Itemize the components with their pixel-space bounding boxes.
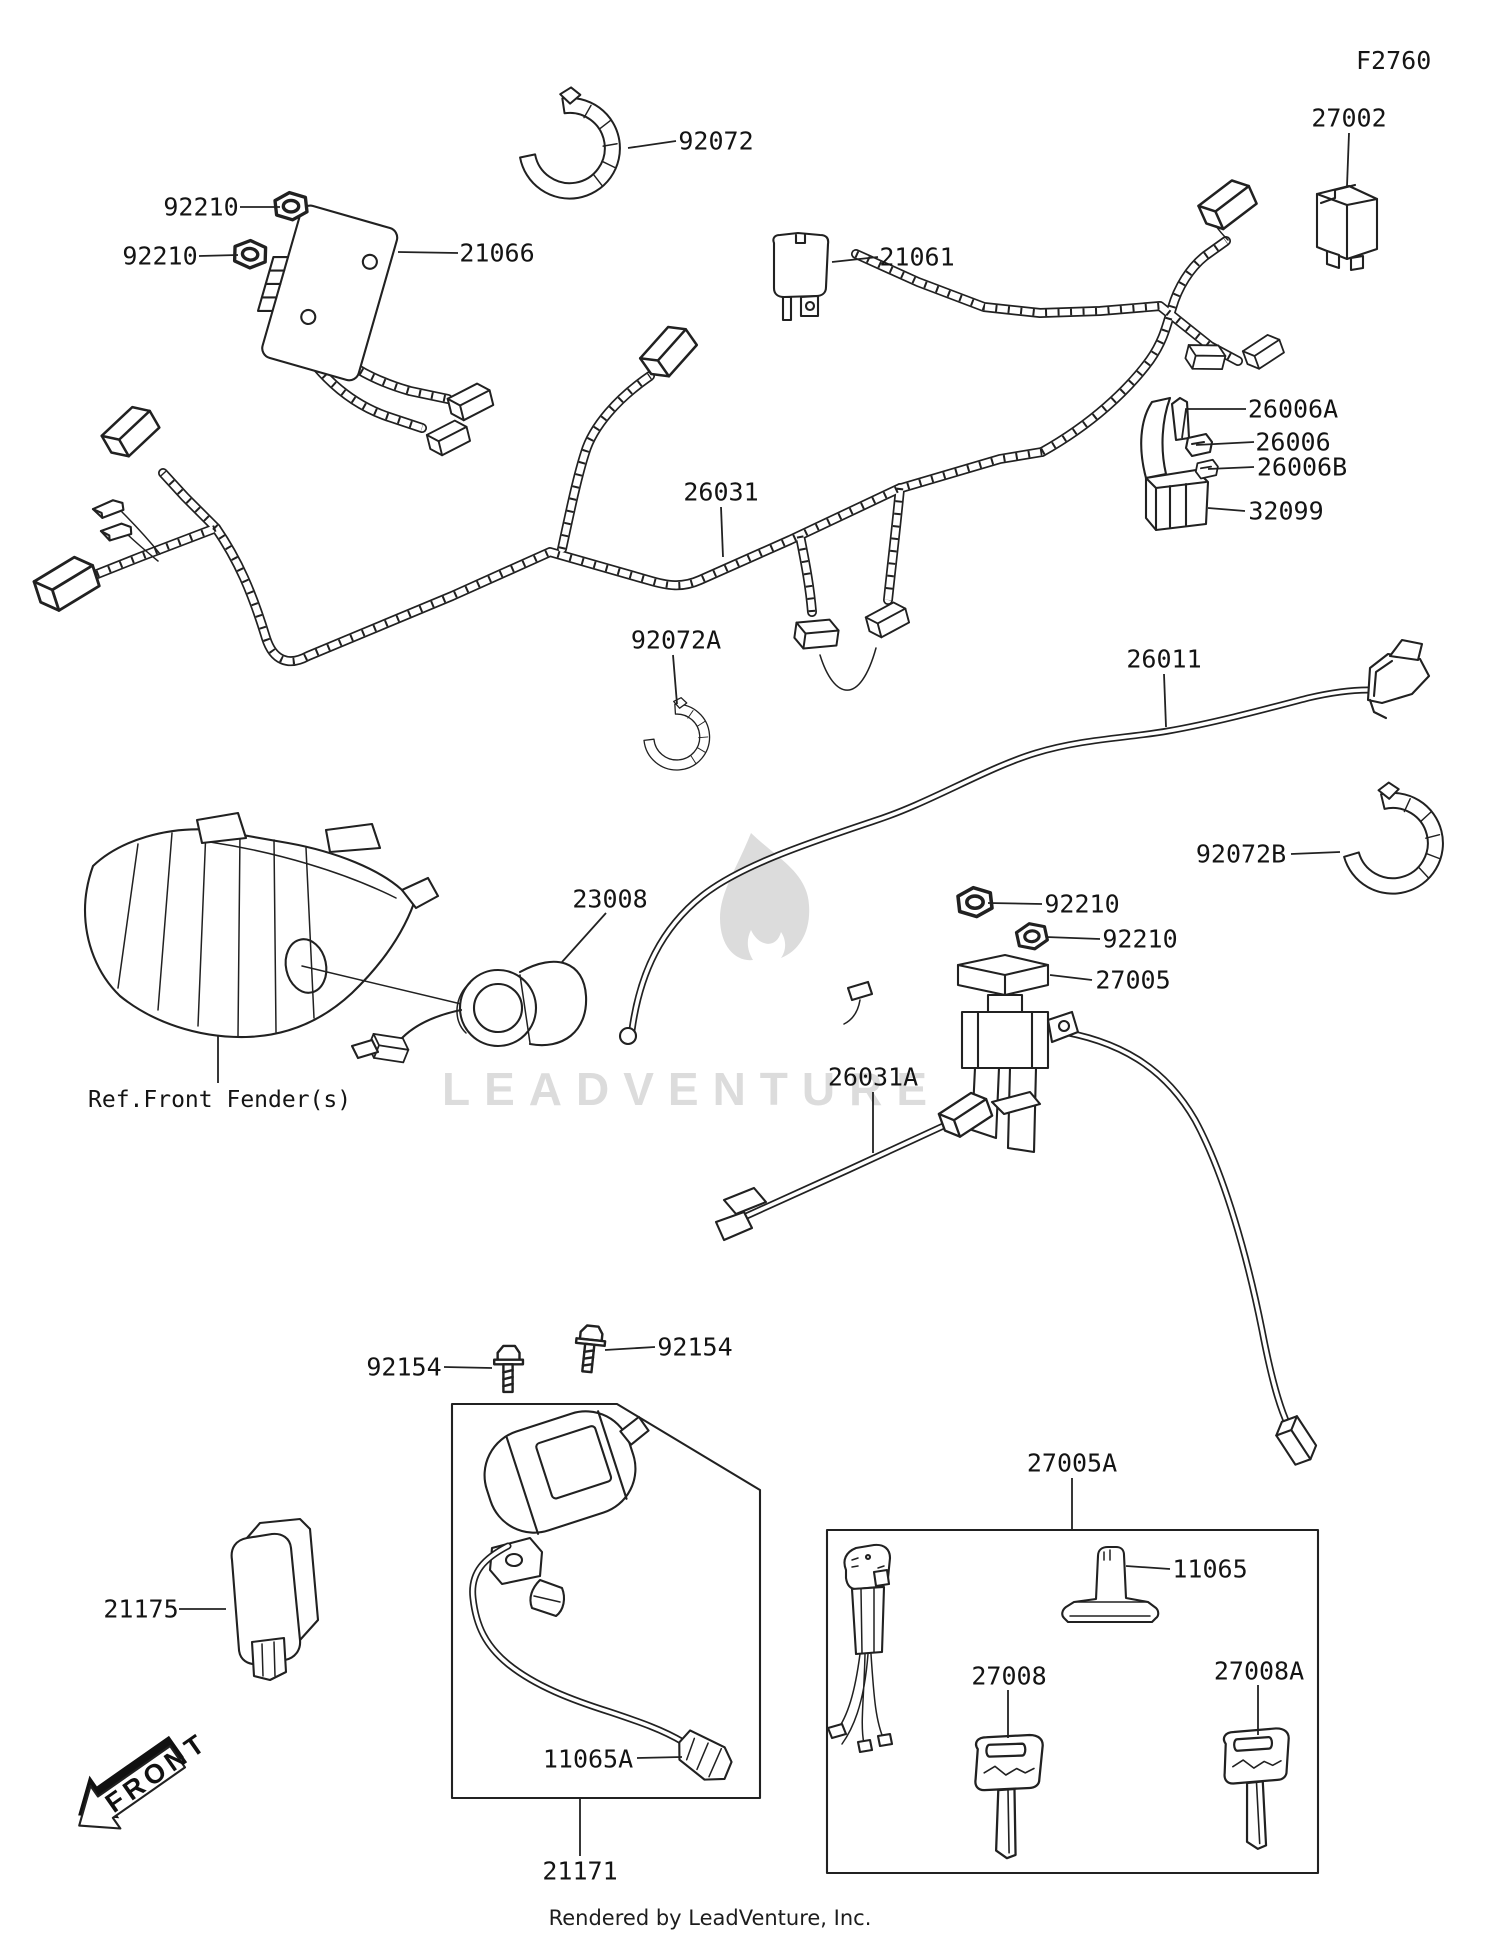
leader-27002 — [1346, 132, 1350, 187]
drawing-26011-cable — [618, 638, 1431, 1046]
part-label-27005A: 27005A — [1026, 1448, 1118, 1478]
leader-92154-left — [443, 1366, 493, 1369]
part-label-92210-top-2: 92210 — [122, 241, 198, 271]
part-label-92072: 92072 — [678, 126, 754, 156]
part-label-92072B: 92072B — [1195, 839, 1287, 869]
part-label-92154-right: 92154 — [657, 1332, 733, 1362]
part-label-26006: 26006 — [1255, 427, 1331, 457]
part-label-92072A: 92072A — [630, 625, 722, 655]
drawing-27005a-switch — [826, 1543, 894, 1754]
leader-92154-right — [604, 1346, 656, 1351]
leader-26006 — [1195, 441, 1255, 446]
part-label-26006A: 26006A — [1247, 394, 1339, 424]
leadventure-watermark: LEADVENTURE — [442, 1063, 942, 1115]
part-label-92154-left: 92154 — [366, 1352, 442, 1382]
part-label-11065A: 11065A — [542, 1744, 634, 1774]
leader-11065 — [1125, 1565, 1171, 1570]
part-label-92210-top-1: 92210 — [163, 192, 239, 222]
leader-92072A — [672, 654, 678, 705]
part-label-92210-mid-1: 92210 — [1044, 889, 1120, 919]
drawing-23008-socket — [301, 960, 588, 1070]
part-label-11065: 11065 — [1172, 1554, 1248, 1584]
drawing-21066-regulator — [256, 204, 497, 459]
leader-92210-mid-1 — [987, 902, 1043, 905]
part-label-ref-front-fender: Ref.Front Fender(s) — [88, 1087, 352, 1113]
part-label-26031: 26031 — [683, 477, 759, 507]
group-box-27005a — [825, 1528, 1320, 1875]
drawing-21171-ignition-coil — [473, 1410, 733, 1781]
part-label-26011: 26011 — [1126, 644, 1202, 674]
leader-92072B — [1290, 851, 1341, 855]
part-label-21066: 21066 — [459, 238, 535, 268]
part-label-21061: 21061 — [879, 242, 955, 272]
diagram-code: F2760 — [1356, 46, 1432, 75]
part-label-26006B: 26006B — [1256, 452, 1348, 482]
leader-27005 — [1049, 974, 1093, 981]
leader-26011 — [1163, 673, 1167, 728]
leader-23008 — [561, 912, 607, 963]
part-label-32099: 32099 — [1248, 496, 1324, 526]
part-label-26031A: 26031A — [827, 1062, 919, 1092]
leader-92210-mid-2 — [1045, 936, 1101, 940]
footer-credit: Rendered by LeadVenture, Inc. — [548, 1906, 872, 1930]
part-label-27005: 27005 — [1095, 965, 1171, 995]
leader-21061 — [831, 256, 879, 263]
leader-11065A — [636, 1756, 683, 1759]
part-label-21175: 21175 — [103, 1594, 179, 1624]
part-label-27008A: 27008A — [1213, 1656, 1305, 1686]
watermark-flame-logo — [720, 833, 810, 961]
leader-21066 — [397, 251, 459, 254]
part-label-27002: 27002 — [1311, 103, 1387, 133]
leader-26006A — [1181, 408, 1246, 439]
drawing-21175-cdi-unit — [230, 1517, 320, 1682]
leader-32099 — [1207, 507, 1246, 512]
leader-26031 — [720, 506, 724, 558]
drawing-26031a-sub-harness — [714, 1087, 1042, 1242]
drawing-front-fender — [83, 811, 440, 1039]
drawing-11065a-plug-cap — [678, 1729, 733, 1781]
leader-92072 — [627, 140, 677, 149]
drawing-21061-fuse — [772, 231, 830, 322]
drawing-26031-main-harness — [29, 173, 1288, 691]
leader-26006B — [1207, 466, 1255, 470]
drawing-11065-key-blank — [1061, 1545, 1160, 1624]
leader-92210-top-2 — [198, 254, 239, 257]
part-label-92210-mid-2: 92210 — [1102, 924, 1178, 954]
part-label-21171: 21171 — [542, 1856, 618, 1886]
part-label-27008: 27008 — [971, 1661, 1047, 1691]
part-label-23008: 23008 — [572, 884, 648, 914]
drawing-27002-relay — [1315, 183, 1379, 272]
group-box-21171 — [450, 1402, 762, 1800]
